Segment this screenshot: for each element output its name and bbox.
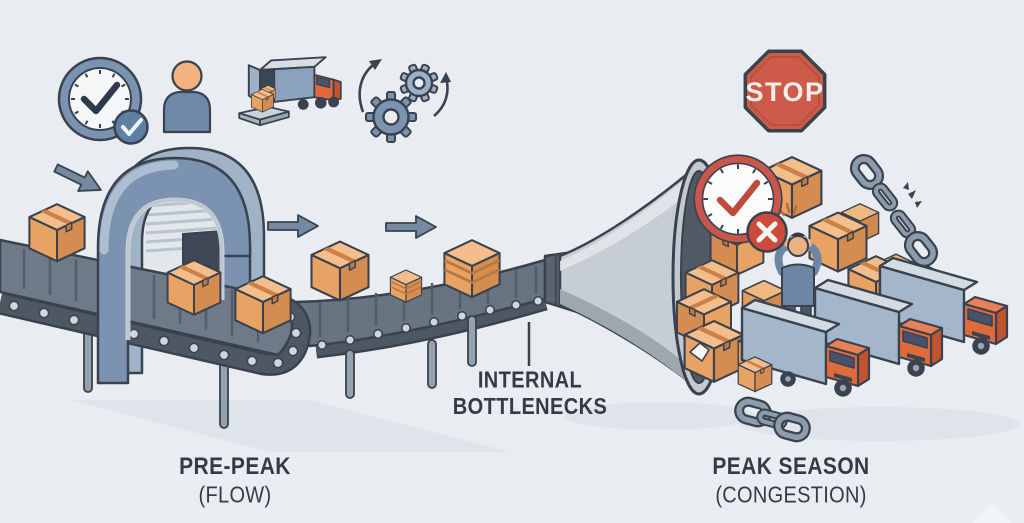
gears-cycle-icon: [358, 59, 451, 143]
clock-check-icon: [57, 56, 149, 145]
stop-sign-text: STOP: [745, 77, 824, 107]
pre-peak-label: PRE-PEAK (FLOW): [133, 452, 337, 511]
conveyor-near-segment: [0, 238, 312, 429]
peak-season-label: PEAK SEASON (CONGESTION): [689, 452, 893, 511]
front-box: [737, 356, 773, 393]
deadline-clock-x-icon: [693, 154, 788, 253]
stop-sign: STOP: [743, 49, 827, 133]
broken-chain-icon: [851, 155, 936, 265]
peak-season-title: PEAK SEASON: [712, 453, 870, 480]
watermark-triangle: [972, 503, 1012, 523]
bottleneck-label-line1: INTERNAL: [477, 368, 583, 394]
box-pile: [676, 155, 944, 383]
ground-shadows: [70, 400, 1020, 452]
gateway-arch: [96, 156, 252, 385]
truck-loading-icon: [238, 56, 342, 127]
bottleneck-label: INTERNAL BOTTLENECKS: [430, 368, 630, 421]
bottleneck-label-line2: BOTTLENECKS: [452, 394, 608, 420]
pre-peak-title: PRE-PEAK: [179, 453, 291, 480]
pre-peak-subtitle: (FLOW): [198, 483, 272, 509]
worker-icon: [162, 60, 212, 134]
peak-season-subtitle: (CONGESTION): [715, 483, 867, 509]
